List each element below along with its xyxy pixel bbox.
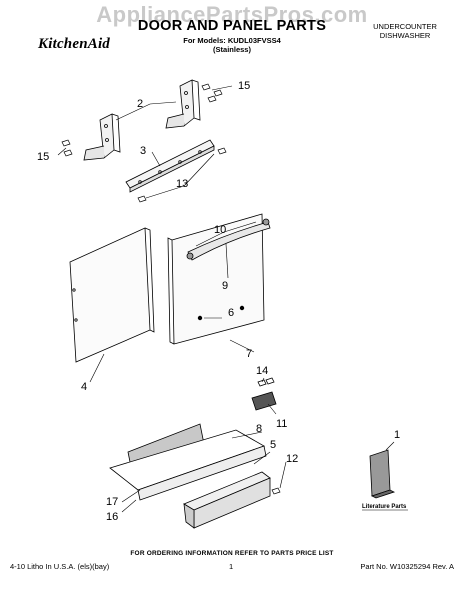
litho-info: 4-10 Litho In U.S.A. (els)(bay)	[10, 562, 110, 571]
literature-parts-label: Literature Parts	[362, 504, 407, 510]
callout-3: 3	[140, 145, 146, 157]
model-number: For Models: KUDL03FVSS4	[183, 36, 281, 45]
ordering-note: FOR ORDERING INFORMATION REFER TO PARTS …	[130, 550, 334, 557]
leader-lines	[57, 85, 395, 513]
part-handle	[186, 218, 271, 261]
callout-15-left: 15	[37, 151, 49, 163]
callout-11: 11	[276, 418, 287, 430]
model-variant: (Stainless)	[213, 45, 251, 54]
part-door	[167, 213, 265, 345]
part-rail	[125, 139, 215, 193]
category-line-1: UNDERCOUNTER	[373, 22, 437, 31]
part-screws-13	[137, 147, 227, 203]
part-literature	[369, 449, 396, 499]
callout-9: 9	[222, 280, 228, 292]
callout-5: 5	[270, 439, 276, 451]
callout-2: 2	[137, 98, 143, 110]
callout-1: 1	[394, 429, 400, 441]
part-bracket-right	[165, 79, 201, 129]
part-screws-15	[61, 83, 223, 157]
callout-6: 6	[228, 307, 234, 319]
part-toe-panel	[183, 471, 271, 529]
category-line-2: DISHWASHER	[379, 31, 431, 40]
callout-numbers: 15 2 15 3 13 10 9 6 4 7 14 11 8 1 5 12 1…	[37, 80, 400, 523]
callout-7: 7	[246, 348, 252, 360]
callout-12: 12	[286, 453, 298, 465]
page-title: DOOR AND PANEL PARTS	[137, 18, 327, 34]
callout-10: 10	[214, 224, 226, 236]
brand-logo: KitchenAid	[38, 36, 111, 52]
callout-16: 16	[106, 511, 118, 523]
page-number: 1	[229, 562, 234, 571]
appliance-category: UNDERCOUNTER DISHWASHER	[355, 22, 455, 40]
part-number: Part No. W10325294 Rev. A	[360, 562, 454, 571]
part-kick-bracket	[109, 429, 267, 501]
callout-4: 4	[81, 381, 87, 393]
part-bracket-left	[83, 113, 121, 161]
callout-8: 8	[256, 423, 262, 435]
model-info: For Models: KUDL03FVSS4 (Stainless)	[110, 36, 354, 54]
watermark: AppliancePartsPros.com	[96, 2, 368, 27]
callout-13: 13	[176, 178, 188, 190]
part-screw-12	[271, 487, 281, 495]
callout-15-top: 15	[238, 80, 250, 92]
part-clip	[251, 377, 277, 411]
part-panel	[69, 227, 155, 363]
callout-17: 17	[106, 496, 118, 508]
part-pins-6	[197, 305, 245, 321]
callout-14: 14	[256, 365, 268, 377]
